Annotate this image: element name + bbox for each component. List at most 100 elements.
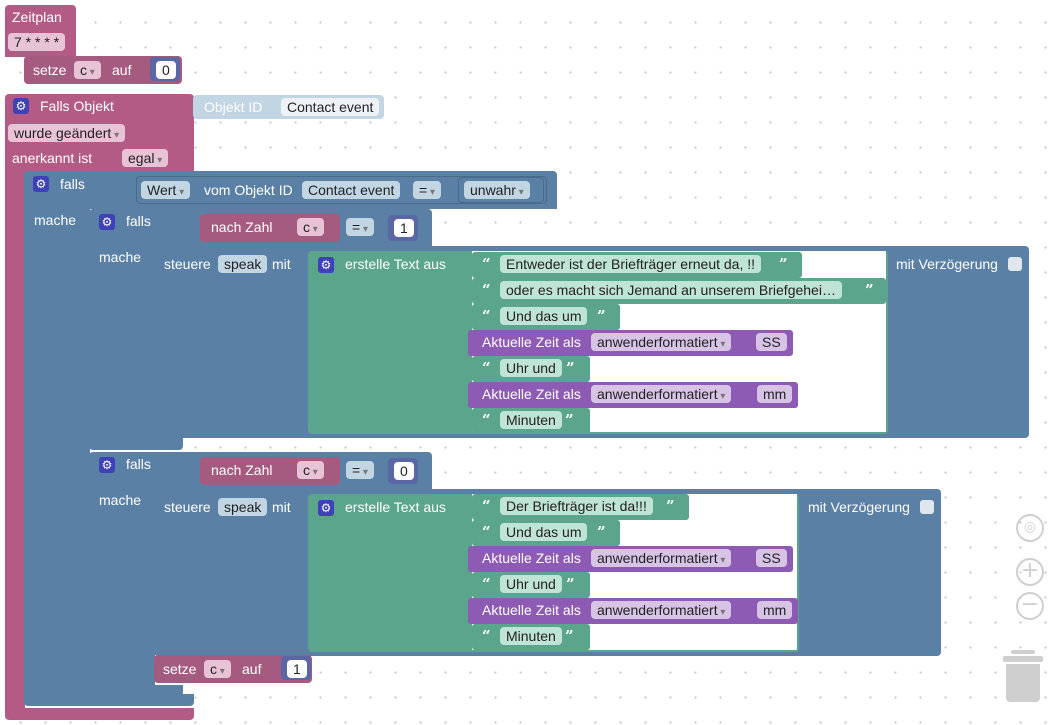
current-time-label: Aktuelle Zeit als	[482, 386, 581, 402]
to-number-label: nach Zahl	[211, 219, 273, 235]
time-format-field[interactable]: SS	[756, 333, 787, 351]
schedule-title: Zeitplan	[12, 9, 62, 25]
trash-icon[interactable]	[1003, 650, 1043, 702]
time-format-dropdown[interactable]: anwenderformatiert	[591, 385, 732, 403]
time-format-field[interactable]: SS	[756, 549, 787, 567]
boolean-dropdown[interactable]: unwahr	[464, 181, 530, 199]
compare-operator-dropdown[interactable]: =	[346, 218, 374, 236]
gear-icon[interactable]: ⚙	[13, 98, 29, 114]
set-label: setze	[163, 661, 197, 677]
time-format-dropdown[interactable]: anwenderformatiert	[591, 333, 732, 351]
open-quote-icon: “	[482, 411, 491, 429]
text-field[interactable]: Entweder ist der Briefträger erneut da, …	[500, 255, 762, 273]
if2-footer	[89, 685, 183, 697]
set-value-field[interactable]: 1	[287, 660, 307, 678]
gear-icon[interactable]: ⚙	[99, 214, 115, 230]
trigger-footer	[5, 708, 194, 720]
delay-checkbox[interactable]	[920, 500, 934, 514]
close-quote-icon: ”	[565, 627, 574, 645]
close-quote-icon: ”	[779, 255, 788, 273]
delay-label: mit Verzögerung	[808, 499, 910, 515]
mit-label: mit	[272, 256, 291, 272]
zoom-in-icon[interactable]: +	[1016, 558, 1044, 586]
delay-label: mit Verzögerung	[896, 256, 998, 272]
open-quote-icon: “	[482, 255, 491, 273]
time-format-field[interactable]: mm	[757, 385, 793, 403]
close-quote-icon: ”	[597, 523, 606, 541]
gear-icon[interactable]: ⚙	[318, 500, 334, 516]
create-text-label: erstelle Text aus	[345, 499, 446, 515]
close-quote-icon: ”	[666, 497, 675, 515]
set-variable-dropdown[interactable]: c	[74, 61, 101, 79]
zoom-out-icon[interactable]: −	[1016, 592, 1044, 620]
number-field[interactable]: 1	[394, 219, 414, 237]
text-field[interactable]: Uhr und	[500, 575, 562, 593]
close-quote-icon: ”	[565, 411, 574, 429]
ack-dropdown[interactable]: egal	[122, 149, 169, 167]
compare-operator-dropdown[interactable]: =	[413, 181, 441, 199]
create-text-label: erstelle Text aus	[345, 256, 446, 272]
close-quote-icon: ”	[566, 575, 575, 593]
center-icon[interactable]: ◎	[1016, 514, 1044, 542]
close-quote-icon: ”	[865, 281, 874, 299]
outer-if-mache: mache	[34, 212, 77, 228]
if1-mache: mache	[99, 249, 142, 265]
time-format-dropdown[interactable]: anwenderformatiert	[591, 601, 732, 619]
if1-falls: falls	[126, 213, 151, 229]
delay-checkbox[interactable]	[1008, 257, 1022, 271]
schedule-cron-field[interactable]: 7 * * * *	[8, 33, 66, 51]
steuere-label: steuere	[164, 499, 211, 515]
ack-label: anerkannt ist	[12, 150, 93, 166]
steuere-label: steuere	[164, 256, 211, 272]
target-dropdown[interactable]: speak	[218, 255, 268, 273]
text-field[interactable]: Minuten	[500, 411, 562, 429]
if2-falls: falls	[126, 456, 151, 472]
target-dropdown[interactable]: speak	[218, 498, 268, 516]
mit-label: mit	[272, 499, 291, 515]
value-object-field[interactable]: Contact event	[302, 181, 401, 199]
text-field[interactable]: Und das um	[500, 523, 588, 541]
to-number-label: nach Zahl	[211, 462, 273, 478]
gear-icon[interactable]: ⚙	[99, 457, 115, 473]
gear-icon[interactable]: ⚙	[318, 257, 334, 273]
object-id-label: Objekt ID	[204, 99, 263, 115]
text-field[interactable]: Und das um	[500, 307, 588, 325]
object-id-field[interactable]: Contact event	[281, 98, 380, 116]
current-time-label: Aktuelle Zeit als	[482, 550, 581, 566]
set-label: setze	[33, 62, 67, 78]
open-quote-icon: “	[482, 575, 491, 593]
trigger-mode-dropdown[interactable]: wurde geändert	[8, 124, 126, 142]
set-value-field[interactable]: 0	[156, 61, 176, 79]
close-quote-icon: ”	[597, 307, 606, 325]
if1-footer	[89, 436, 183, 450]
open-quote-icon: “	[482, 497, 491, 515]
vom-objekt-label: vom Objekt ID	[204, 182, 293, 198]
if2-spine	[89, 488, 155, 694]
open-quote-icon: “	[482, 627, 491, 645]
if1-spine	[89, 245, 155, 441]
outer-if-footer	[24, 694, 194, 706]
current-time-label: Aktuelle Zeit als	[482, 602, 581, 618]
auf-label: auf	[242, 661, 262, 677]
outer-if-spine	[24, 207, 90, 702]
number-field[interactable]: 0	[394, 462, 414, 480]
compare-operator-dropdown[interactable]: =	[346, 461, 374, 479]
if2-mache: mache	[99, 492, 142, 508]
set-variable-dropdown[interactable]: c	[204, 660, 231, 678]
variable-dropdown[interactable]: c	[297, 461, 324, 479]
open-quote-icon: “	[482, 523, 491, 541]
gear-icon[interactable]: ⚙	[33, 176, 49, 192]
text-field[interactable]: Der Briefträger ist da!!!	[500, 497, 653, 515]
close-quote-icon: ”	[566, 359, 575, 377]
trigger-spine	[5, 170, 25, 710]
text-field[interactable]: Uhr und	[500, 359, 562, 377]
current-time-label: Aktuelle Zeit als	[482, 334, 581, 350]
open-quote-icon: “	[482, 307, 491, 325]
time-format-field[interactable]: mm	[757, 601, 793, 619]
variable-dropdown[interactable]: c	[297, 218, 324, 236]
wert-dropdown[interactable]: Wert	[141, 181, 191, 199]
text-field[interactable]: oder es macht sich Jemand an unserem Bri…	[500, 281, 842, 299]
auf-label: auf	[112, 62, 132, 78]
time-format-dropdown[interactable]: anwenderformatiert	[591, 549, 732, 567]
text-field[interactable]: Minuten	[500, 627, 562, 645]
